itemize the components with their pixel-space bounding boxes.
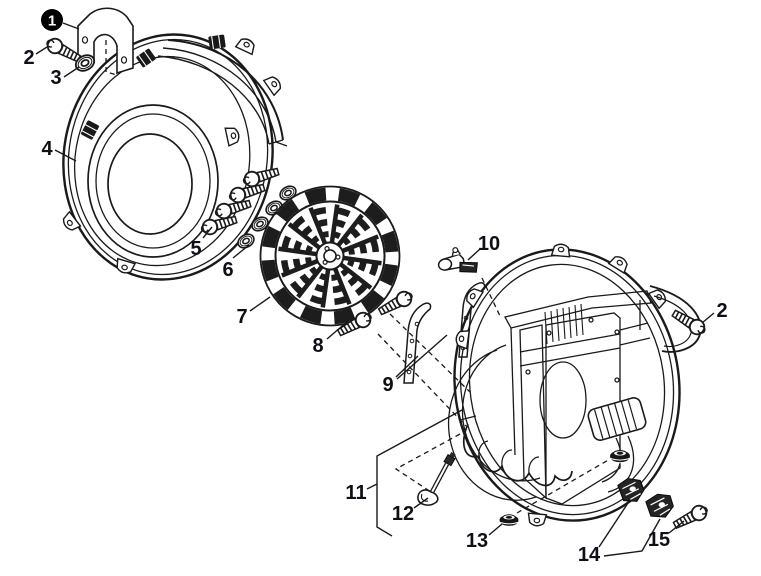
callout-10[interactable]: 10: [478, 233, 500, 255]
part-4-fan-housing-cover: [59, 33, 288, 281]
callouts: 1 2 3 4 5 6 7 8 9 10 2 11 12 13 14 15: [23, 9, 728, 566]
callout-8[interactable]: 8: [312, 335, 323, 357]
part-11-fan-housing: [447, 242, 702, 528]
callout-7[interactable]: 7: [236, 306, 247, 328]
callout-2-left[interactable]: 2: [23, 47, 34, 69]
callout-9[interactable]: 9: [382, 374, 393, 396]
bolt-ear: [550, 242, 572, 258]
callout-2-right[interactable]: 2: [716, 300, 727, 322]
part-15-screw: [670, 501, 711, 533]
assembly-dashed-lines: [105, 40, 611, 514]
callout-4[interactable]: 4: [41, 138, 53, 160]
callout-15[interactable]: 15: [648, 529, 670, 551]
part-10-elbow-fitting: [437, 247, 478, 273]
rim-clip: [207, 33, 227, 51]
callout-5[interactable]: 5: [190, 238, 201, 260]
callout-1-number[interactable]: 1: [48, 13, 56, 30]
callout-3[interactable]: 3: [50, 67, 61, 89]
callout-11[interactable]: 11: [345, 482, 366, 504]
callout-1-badge[interactable]: 1: [41, 9, 63, 31]
bolt-ear: [526, 512, 548, 528]
bolt-ear: [235, 35, 258, 56]
bolt-ear: [224, 125, 242, 147]
bolt-ear: [59, 211, 82, 234]
bolt-ear: [263, 73, 285, 96]
callout-leader-lines: [35, 22, 715, 557]
part-12-pin: [417, 451, 456, 506]
rim-clip: [135, 47, 157, 69]
callout-14[interactable]: 14: [578, 544, 601, 566]
callout-12[interactable]: 12: [392, 503, 414, 525]
callout-6[interactable]: 6: [222, 259, 233, 281]
callout-13[interactable]: 13: [466, 530, 488, 552]
grommet-installed: [609, 450, 631, 464]
part-13-grommet: [499, 514, 519, 527]
part-14-clamp-halves: [617, 478, 674, 518]
